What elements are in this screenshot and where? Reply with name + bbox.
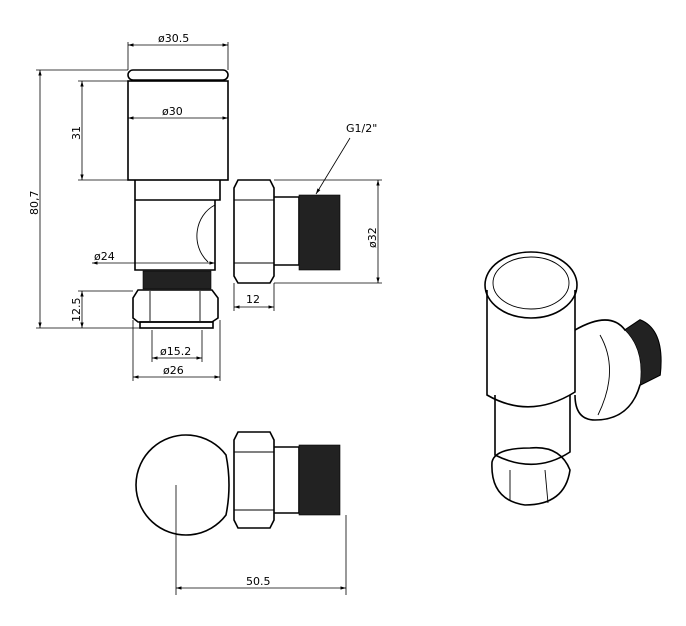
label-overall-height: 80,7 xyxy=(28,191,41,216)
bottom-nut xyxy=(132,289,219,323)
top-view-nut xyxy=(233,431,275,529)
stem-curve xyxy=(196,204,216,263)
label-bottom-nut-height: 12.5 xyxy=(70,298,83,323)
iso-bottom-nut xyxy=(491,446,571,506)
iso-body xyxy=(486,290,576,408)
top-view-cap xyxy=(135,434,230,536)
label-bottom-nut-diameter: ø26 xyxy=(163,364,184,377)
label-bore-diameter: ø15.2 xyxy=(160,345,191,358)
label-side-nut-width: 12 xyxy=(246,293,260,306)
top-view xyxy=(135,431,347,595)
iso-cap xyxy=(484,251,578,319)
side-neck xyxy=(274,196,300,266)
isometric-view xyxy=(484,251,662,506)
label-body-height: 31 xyxy=(70,126,83,140)
front-view xyxy=(127,69,341,329)
label-overall-depth: 50.5 xyxy=(246,575,271,588)
label-stem-diameter: ø24 xyxy=(94,250,115,263)
bottom-thread xyxy=(142,270,212,290)
dimension-labels: ø30.5 ø30 31 80,7 G1/2" ø32 ø24 12 12.5 … xyxy=(28,32,379,588)
label-body-diameter: ø30 xyxy=(162,105,183,118)
stem xyxy=(134,180,221,271)
top-view-thread xyxy=(298,444,341,516)
cap-body xyxy=(127,80,229,181)
cap-top xyxy=(127,69,229,81)
label-thread-spec: G1/2" xyxy=(346,122,377,135)
dimension-lines xyxy=(36,42,382,381)
label-side-nut-diameter: ø32 xyxy=(366,227,379,248)
bottom-ring xyxy=(139,321,214,329)
label-top-cap-diameter: ø30.5 xyxy=(158,32,189,45)
side-thread xyxy=(298,194,341,271)
side-nut xyxy=(233,179,275,284)
